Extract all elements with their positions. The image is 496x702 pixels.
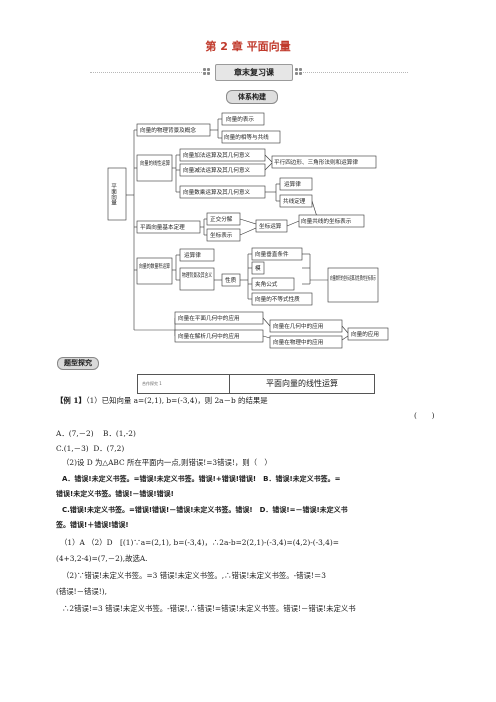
svg-text:运算律: 运算律 [184,251,201,259]
ornament-left-icon [203,68,211,76]
node-b2d [271,155,377,169]
svg-text:向量的线性运算: 向量的线性运算 [140,159,170,167]
svg-text:性质: 性质 [225,276,237,284]
topic-title: 平面向量的线性运算 [266,379,338,388]
node-b5c [269,319,343,333]
section-tag: 题型探究 [57,357,99,370]
example-question-1: 【例 1】（1）已知向量 a=(2,1), b=(-3,4)，则 2a－b 的结… [56,396,268,405]
options-cd: C.(1,－3) D．(7,2) [56,444,125,453]
option-c-text-2: 签。错误!＋错误!错误! [56,521,129,529]
svg-text:向量的相等与共线: 向量的相等与共线 [224,133,269,141]
solution-line-3: （2)∵错误!未定义书签。=3 错误!未定义书签。,∴错误!未定义书签。-错误!… [62,571,326,580]
topic-box: 合作探究 1 平面向量的线性运算 [137,374,375,394]
solution-line-1: （1）A （2）D [(1)∵a=(2,1), b=(-3,4)，∴2a-b=2… [60,538,339,547]
svg-text:正交分解: 正交分解 [210,215,233,223]
divider-right [300,72,408,73]
node-b5e [347,327,389,341]
node-b4b [179,267,215,291]
solution-line-2: (4+3,2-4)=(7,－2),故选A. [56,554,148,563]
node-b2c [179,185,266,199]
svg-text:向量加法运算及其几何意义: 向量加法运算及其几何意义 [183,151,251,159]
svg-text:共线定理: 共线定理 [283,197,306,205]
node-b4f [251,277,295,291]
node-b1 [136,123,211,137]
option-a-text-2: 错误!未定义书签。错误!－错误!错误! [56,490,174,498]
node-b4 [136,257,173,285]
svg-text:向量数乘运算及其几何意义: 向量数乘运算及其几何意义 [183,188,251,196]
svg-text:平行四边形、三角形法则和运算律: 平行四边形、三角形法则和运算律 [274,158,358,166]
divider-left [90,72,210,73]
node-b5d [269,335,343,349]
svg-text:向量共线的坐标表示: 向量共线的坐标表示 [301,217,352,225]
svg-text:向量的物理背景及概念: 向量的物理背景及概念 [140,126,196,134]
node-b1a [221,112,265,126]
framework-badge: 体系构建 [226,90,278,104]
node-b2f [279,194,313,208]
svg-text:坐标运算: 坐标运算 [259,222,282,230]
options-ab: A．(7,－2) B．(1,-2) [56,429,136,438]
svg-text:向量在几何中的应用: 向量在几何中的应用 [273,322,323,330]
node-b4a [179,248,215,262]
node-b2e [279,177,313,191]
node-b2b [179,163,266,177]
svg-text:向量的应用: 向量的应用 [351,330,379,338]
solution-line-4: (错误!－错误!), [56,587,108,596]
node-b3b [206,228,241,242]
svg-text:向量在物理中的应用: 向量在物理中的应用 [273,338,323,346]
node-root-label: 平面向量 [110,183,117,207]
chapter-title: 第 2 章 平面向量 [205,40,291,53]
option-a-text: A．错误!未定义书签。=错误!未定义书签。错误!+错误!错误! B．错误!未定义… [62,475,341,483]
section-banner: 章末复习课 [215,64,293,81]
svg-text:向量的数量积运算: 向量的数量积运算 [139,262,170,270]
node-b3a [206,212,241,226]
node-b3 [136,220,201,234]
svg-text:夹角公式: 夹角公式 [255,280,278,288]
topic-left-label: 合作探究 1 [138,375,230,393]
svg-text:模: 模 [255,264,261,272]
node-b3c [255,219,288,233]
svg-text:向量数积的坐标运算及性质的坐标表示: 向量数积的坐标运算及性质的坐标表示 [330,274,376,282]
svg-text:向量垂直条件: 向量垂直条件 [255,250,289,258]
svg-text:运算律: 运算律 [284,180,301,188]
node-root [107,167,127,221]
svg-text:向量在平面几何中的应用: 向量在平面几何中的应用 [178,314,240,322]
svg-text:向量减法运算及其几何意义: 向量减法运算及其几何意义 [183,166,251,174]
solution-line-5: ∴2错误!=3 错误!未定义书签。-错误!,∴错误!=错误!未定义书签。错误!－… [62,604,356,613]
option-c-text: C.错误!未定义书签。=错误!错误!－错误!未定义书签。错误! D．错误!=－错… [62,506,348,514]
svg-text:向量在解析几何中的应用: 向量在解析几何中的应用 [178,332,240,340]
node-b5a [174,311,264,325]
answer-paren: ( ) [414,411,435,420]
svg-text:坐标表示: 坐标表示 [210,231,233,239]
node-b4g [251,292,313,306]
node-b1b [221,130,281,144]
svg-text:平面向量基本定理: 平面向量基本定理 [140,223,185,231]
node-b4c [221,273,241,287]
svg-text:向量的不等式性质: 向量的不等式性质 [255,295,300,303]
node-b5b [174,329,264,343]
node-b4e [251,261,265,275]
example-question-2: （2)设 D 为△ABC 所在平面内一点,则错误!=3错误!，则（ ） [62,458,272,467]
node-b2a [179,148,266,162]
svg-text:向量的表示: 向量的表示 [226,115,254,123]
node-b4h [327,267,379,303]
node-b2 [136,154,173,182]
ornament-right-icon [295,68,303,76]
node-b3d [298,214,365,228]
node-b4d [251,247,303,261]
svg-text:物理背景及其含义: 物理背景及其含义 [182,271,212,279]
